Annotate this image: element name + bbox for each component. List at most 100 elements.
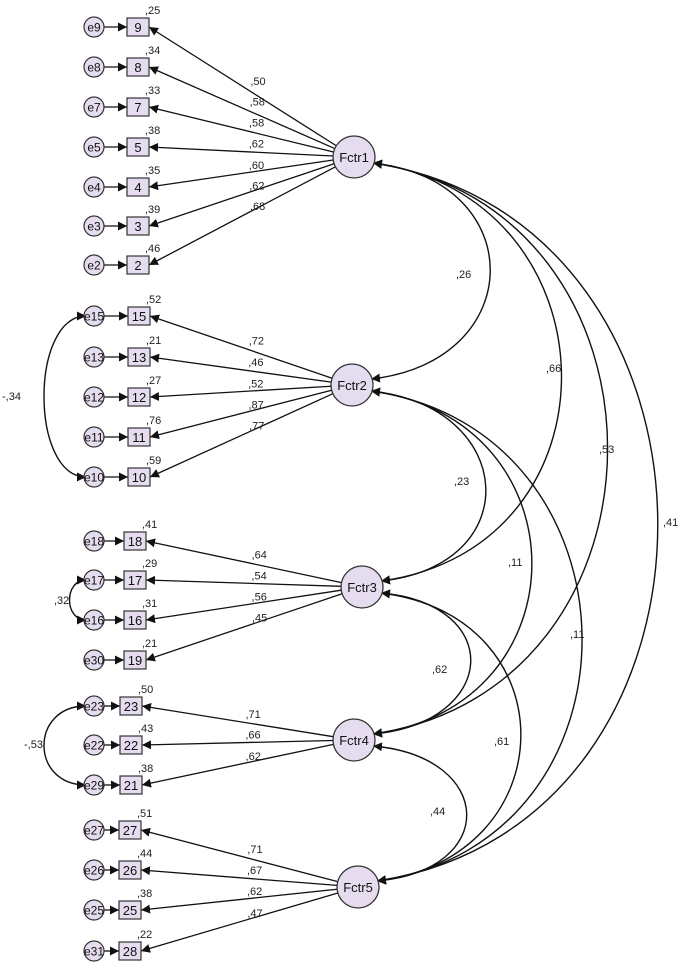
error-term-circle[interactable] — [83, 695, 105, 717]
error-term-circle[interactable] — [83, 649, 105, 671]
loading-label: ,77 — [249, 421, 264, 433]
indicator-box[interactable] — [126, 97, 150, 117]
indicator-box[interactable] — [118, 820, 142, 840]
indicator-box[interactable] — [118, 860, 142, 880]
loading-label: ,58 — [250, 96, 265, 108]
loading-path-arrow — [149, 393, 334, 478]
indicator-label: 23 — [124, 699, 138, 714]
error-term-label: e29 — [84, 779, 104, 793]
factor-circle[interactable] — [336, 865, 380, 909]
error-term-label: e8 — [87, 61, 101, 75]
r-squared-label: ,38 — [138, 763, 153, 775]
indicator-box[interactable] — [127, 347, 151, 367]
error-term-circle[interactable] — [83, 859, 105, 881]
factor-circle[interactable] — [340, 565, 384, 609]
error-term-circle[interactable] — [83, 466, 105, 488]
error-term-circle[interactable] — [83, 774, 105, 796]
loading-label: ,62 — [246, 751, 261, 763]
indicator-box[interactable] — [123, 650, 147, 670]
indicator-box[interactable] — [123, 610, 147, 630]
error-term-circle[interactable] — [83, 254, 105, 276]
factor-circle[interactable] — [330, 363, 374, 407]
indicator-label: 13 — [132, 350, 146, 365]
error-term-label: e7 — [87, 101, 101, 115]
indicator-label: 2 — [134, 258, 141, 273]
error-term-circle[interactable] — [83, 899, 105, 921]
indicator-box[interactable] — [123, 531, 147, 551]
error-term-circle[interactable] — [83, 305, 105, 327]
loading-label: ,64 — [252, 550, 267, 562]
indicator-box[interactable] — [123, 570, 147, 590]
error-term-circle[interactable] — [83, 819, 105, 841]
factor-covariance-arc — [372, 159, 609, 738]
error-term-circle[interactable] — [83, 16, 105, 38]
r-squared-label: ,35 — [145, 165, 160, 177]
indicator-box[interactable] — [127, 467, 151, 487]
indicator-box[interactable] — [119, 696, 143, 716]
factor-covariance-arc — [372, 589, 472, 738]
error-term-circle[interactable] — [83, 734, 105, 756]
indicator-box[interactable] — [127, 387, 151, 407]
loading-path-arrow — [140, 892, 339, 953]
error-term-circle[interactable] — [83, 136, 105, 158]
error-term-circle[interactable] — [83, 569, 105, 591]
error-term-circle[interactable] — [83, 530, 105, 552]
indicator-box[interactable] — [126, 216, 150, 236]
r-squared-label: ,38 — [145, 125, 160, 137]
indicator-box[interactable] — [118, 941, 142, 961]
indicator-label: 9 — [134, 20, 141, 35]
indicator-box[interactable] — [119, 735, 143, 755]
indicator-label: 27 — [123, 823, 137, 838]
factor-covariance-arc — [376, 589, 522, 885]
loading-label: ,56 — [252, 591, 267, 603]
indicator-box[interactable] — [127, 427, 151, 447]
factor-label: Fctr4 — [339, 733, 369, 748]
indicator-box[interactable] — [126, 17, 150, 37]
indicator-box[interactable] — [126, 137, 150, 157]
error-term-circle[interactable] — [83, 176, 105, 198]
r-squared-label: ,76 — [146, 415, 161, 427]
indicator-box[interactable] — [119, 775, 143, 795]
factor-covariance-arc — [372, 742, 468, 885]
loading-path-arrow — [148, 166, 336, 266]
factor-circle[interactable] — [332, 718, 376, 762]
error-term-circle[interactable] — [83, 609, 105, 631]
factor-circle[interactable] — [332, 135, 376, 179]
loading-label: ,54 — [251, 570, 266, 582]
error-term-label: e16 — [84, 614, 104, 628]
indicator-box[interactable] — [127, 306, 151, 326]
error-term-circle[interactable] — [83, 215, 105, 237]
r-squared-label: ,50 — [138, 684, 153, 696]
loading-path-arrow — [141, 743, 334, 788]
indicator-box[interactable] — [126, 57, 150, 77]
error-term-circle[interactable] — [83, 96, 105, 118]
loading-path-arrow — [148, 104, 334, 153]
loading-path-arrow — [141, 702, 334, 738]
factor-label: Fctr2 — [337, 378, 367, 393]
indicator-label: 26 — [123, 863, 137, 878]
covariance-label: ,66 — [546, 363, 561, 375]
indicator-box[interactable] — [126, 177, 150, 197]
error-term-circle[interactable] — [83, 56, 105, 78]
r-squared-label: ,52 — [146, 294, 161, 306]
error-term-label: e3 — [87, 220, 101, 234]
loading-path-arrow — [145, 575, 342, 587]
error-term-circle[interactable] — [83, 426, 105, 448]
loading-label: ,50 — [250, 76, 265, 88]
covariance-label: ,61 — [494, 736, 509, 748]
loading-label: ,62 — [249, 181, 264, 193]
loading-label: ,66 — [245, 730, 260, 742]
error-term-label: e11 — [84, 431, 103, 445]
error-term-circle[interactable] — [83, 346, 105, 368]
indicator-box[interactable] — [118, 900, 142, 920]
error-term-circle[interactable] — [83, 386, 105, 408]
error-term-circle[interactable] — [83, 940, 105, 962]
r-squared-label: ,51 — [137, 808, 152, 820]
error-term-label: e13 — [84, 351, 104, 365]
loading-label: ,46 — [248, 357, 263, 369]
indicator-box[interactable] — [126, 255, 150, 275]
loading-path-arrow — [145, 593, 343, 662]
error-term-label: e15 — [84, 310, 104, 324]
r-squared-label: ,34 — [145, 45, 160, 57]
